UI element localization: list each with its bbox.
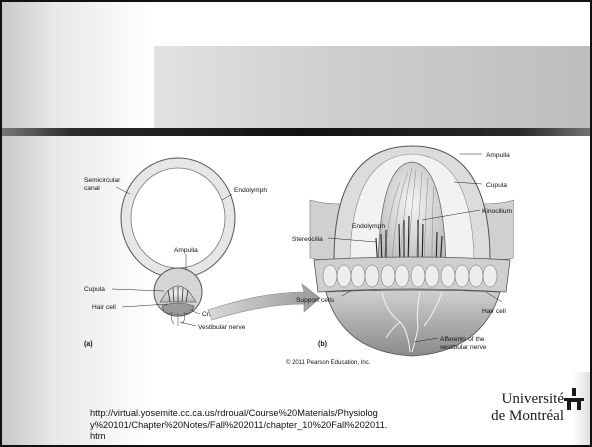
label-semicircular-canal: Semicircular <box>84 177 121 184</box>
label-cupula-a: Cupula <box>84 286 105 293</box>
label-ampulla-b: Ampulla <box>486 152 510 159</box>
label-afferents-line1: Afferents of the <box>440 336 485 343</box>
label-canal: canal <box>84 185 100 192</box>
label-kinocilium: Kinocilium <box>482 208 513 215</box>
source-url[interactable]: http://virtual.yosemite.cc.ca.us/rdroual… <box>90 408 390 443</box>
label-ampulla-a: Ampulla <box>174 247 198 254</box>
title-band <box>154 46 592 128</box>
logo-text-line2: de Montréal <box>491 408 564 425</box>
logo-emblem-icon <box>564 388 584 410</box>
label-endolymph-a: Endolymph <box>234 187 267 194</box>
label-afferents-line2: vestibular nerve <box>440 344 487 351</box>
label-hair-cell-a: Hair cell <box>92 304 116 311</box>
panel-a-drawing <box>121 158 235 326</box>
vestibular-ampulla-figure: Semicircular canal Endolymph Ampulla Cup… <box>82 142 514 372</box>
label-support-cells: Support cells <box>296 297 335 304</box>
figure-illustration: Semicircular canal Endolymph Ampulla Cup… <box>82 142 514 372</box>
panel-a-tag: (a) <box>84 341 93 348</box>
figure-copyright: © 2011 Pearson Education, Inc. <box>286 359 371 366</box>
universite-de-montreal-logo: Université de Montréal <box>472 386 590 436</box>
label-vestibular-nerve-a: Vestibular nerve <box>198 324 246 331</box>
label-endolymph-b: Endolymph <box>352 223 385 230</box>
panel-b-tag: (b) <box>318 341 327 348</box>
header-divider-bar <box>2 128 592 136</box>
panel-b-drawing <box>310 146 514 356</box>
label-hair-cell-b: Hair cell <box>482 308 506 315</box>
label-cupula-b: Cupula <box>486 182 507 189</box>
label-stereocilia: Stereocilia <box>292 236 323 243</box>
logo-text-line1: Université <box>502 391 564 408</box>
